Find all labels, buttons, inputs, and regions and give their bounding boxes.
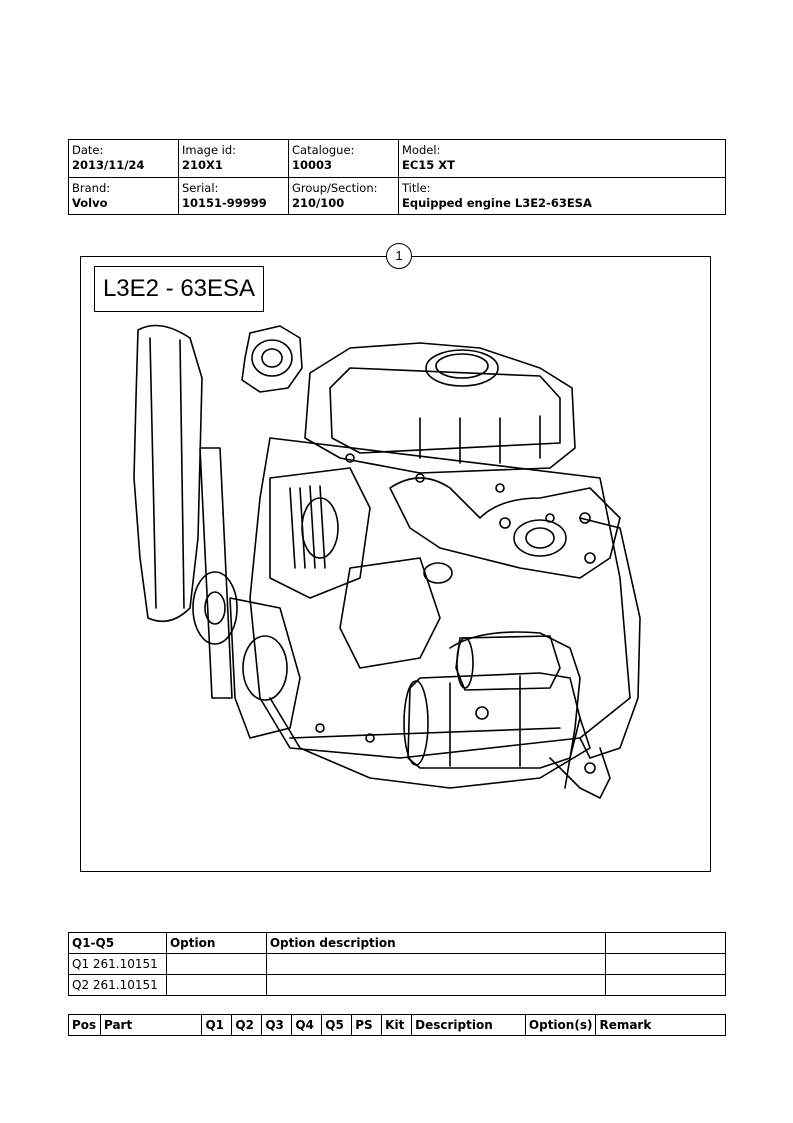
table-row: Q2 261.10151: [68, 974, 726, 996]
parts-header-q3: Q3: [261, 1014, 293, 1036]
image-id-label: Image id:: [182, 143, 237, 157]
options-header-row: Q1-Q5 Option Option description: [68, 932, 726, 954]
table-row: Q1 261.10151: [68, 953, 726, 975]
brand-cell: Brand: Volvo: [69, 178, 178, 214]
parts-table: Pos Part Q1 Q2 Q3 Q4 Q5 PS Kit Descripti…: [68, 1014, 726, 1036]
group-section-label: Group/Section:: [292, 181, 378, 195]
parts-header-q4: Q4: [291, 1014, 323, 1036]
option-q-cell: Q1 261.10151: [68, 953, 167, 975]
options-header-cell: Q1-Q5: [68, 932, 167, 954]
engine-line-drawing-icon: [133, 324, 641, 799]
callout-marker[interactable]: 1: [386, 243, 412, 269]
catalogue-label: Catalogue:: [292, 143, 355, 157]
options-header-cell: [605, 932, 726, 954]
parts-header-q1: Q1: [201, 1014, 233, 1036]
parts-header-part: Part: [99, 1014, 203, 1036]
image-id-cell: Image id: 210X1: [179, 140, 288, 177]
serial-label: Serial:: [182, 181, 219, 195]
option-q-cell: Q2 261.10151: [68, 974, 167, 996]
serial-value: 10151-99999: [182, 196, 267, 210]
parts-header-options: Option(s): [524, 1014, 597, 1036]
parts-header-description: Description: [411, 1014, 526, 1036]
title-label: Title:: [402, 181, 431, 195]
model-label: Model:: [402, 143, 441, 157]
option-cell: [165, 974, 267, 996]
image-id-value: 210X1: [182, 158, 223, 172]
catalogue-value: 10003: [292, 158, 333, 172]
option-extra-cell: [605, 953, 726, 975]
option-extra-cell: [605, 974, 726, 996]
option-description-cell: [265, 953, 607, 975]
brand-label: Brand:: [72, 181, 111, 195]
options-header-cell: Option description: [265, 932, 607, 954]
options-header-cell: Option: [165, 932, 267, 954]
parts-header-pos: Pos: [68, 1014, 101, 1036]
options-table: Q1-Q5 Option Option description Q1 261.1…: [68, 932, 726, 996]
catalogue-cell: Catalogue: 10003: [289, 140, 398, 177]
model-value: EC15 XT: [402, 158, 456, 172]
group-section-value: 210/100: [292, 196, 345, 210]
brand-value: Volvo: [72, 196, 108, 210]
serial-cell: Serial: 10151-99999: [179, 178, 288, 214]
title-cell: Title: Equipped engine L3E2-63ESA: [399, 178, 724, 214]
parts-header-kit: Kit: [381, 1014, 413, 1036]
option-cell: [165, 953, 267, 975]
option-description-cell: [265, 974, 607, 996]
model-code-box: L3E2 - 63ESA: [94, 266, 264, 312]
parts-header-q2: Q2: [231, 1014, 263, 1036]
header-info-table: Date: 2013/11/24 Image id: 210X1 Catalog…: [68, 139, 726, 215]
divider: [69, 177, 725, 178]
date-label: Date:: [72, 143, 104, 157]
parts-header-q5: Q5: [321, 1014, 353, 1036]
group-section-cell: Group/Section: 210/100: [289, 178, 398, 214]
date-value: 2013/11/24: [72, 158, 145, 172]
parts-header-remark: Remark: [595, 1014, 726, 1036]
parts-header-ps: PS: [351, 1014, 383, 1036]
model-cell: Model: EC15 XT: [399, 140, 724, 177]
parts-header-row: Pos Part Q1 Q2 Q3 Q4 Q5 PS Kit Descripti…: [68, 1014, 726, 1036]
title-value: Equipped engine L3E2-63ESA: [402, 196, 592, 210]
date-cell: Date: 2013/11/24: [69, 140, 178, 177]
